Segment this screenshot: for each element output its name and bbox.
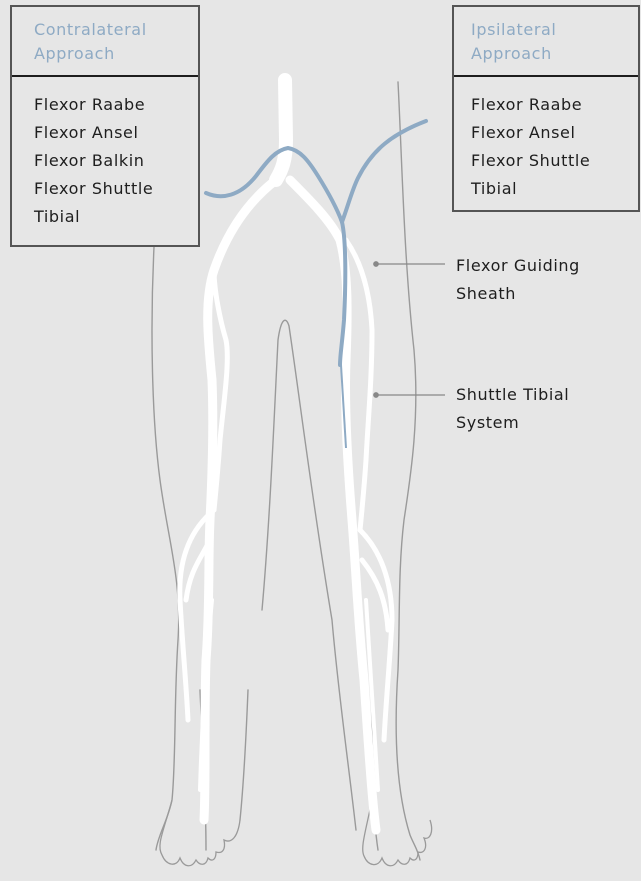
contralateral-device-list: Flexor Raabe Flexor Ansel Flexor Balkin … [12, 77, 198, 231]
callout-leaders [374, 262, 445, 397]
list-item: Tibial [34, 203, 198, 231]
list-item: Flexor Raabe [471, 91, 638, 119]
callout-tibial-line2: System [456, 409, 569, 437]
contralateral-approach-heading: Contralateral Approach [12, 7, 198, 77]
ipsilateral-device-list: Flexor Raabe Flexor Ansel Flexor Shuttle… [454, 77, 638, 203]
callout-tibial-line1: Shuttle Tibial [456, 381, 569, 409]
guiding-catheter [206, 121, 426, 365]
contralateral-approach-box: Contralateral Approach Flexor Raabe Flex… [10, 5, 200, 247]
ipsilateral-title-line2: Approach [471, 42, 638, 66]
list-item: Flexor Ansel [34, 119, 198, 147]
ipsilateral-approach-heading: Ipsilateral Approach [454, 7, 638, 77]
callout-sheath-line2: Sheath [456, 280, 580, 308]
arterial-tree [180, 80, 392, 830]
ipsilateral-title-line1: Ipsilateral [471, 18, 638, 42]
callout-sheath-line1: Flexor Guiding [456, 252, 580, 280]
contralateral-title-line2: Approach [34, 42, 198, 66]
flexor-guiding-sheath-callout: Flexor Guiding Sheath [456, 252, 580, 308]
ipsilateral-approach-box: Ipsilateral Approach Flexor Raabe Flexor… [452, 5, 640, 212]
list-item: Flexor Ansel [471, 119, 638, 147]
contralateral-title-line1: Contralateral [34, 18, 198, 42]
list-item: Flexor Shuttle [471, 147, 638, 175]
list-item: Flexor Raabe [34, 91, 198, 119]
list-item: Flexor Shuttle [34, 175, 198, 203]
list-item: Flexor Balkin [34, 147, 198, 175]
list-item: Tibial [471, 175, 638, 203]
shuttle-tibial-system-callout: Shuttle Tibial System [456, 381, 569, 437]
